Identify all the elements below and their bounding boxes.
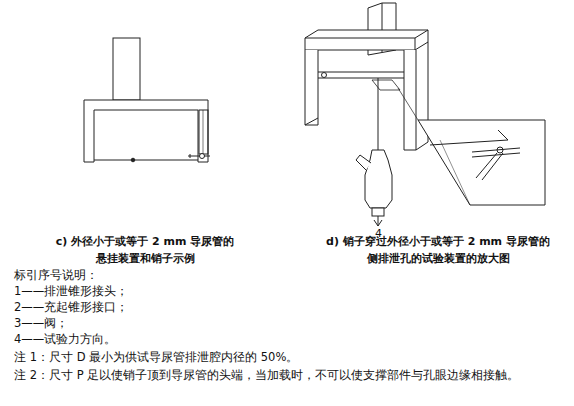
suspension-device-front — [84, 38, 210, 162]
test-device-3d — [305, 3, 428, 226]
figure-caption: c) 外径小于或等于 2 mm 导尿管的 — [56, 235, 234, 249]
figure-caption: 悬挂装置和销子示例 — [96, 252, 195, 266]
note-text: 注 1：尺寸 D 最小为供试导尿管排泄腔内径的 50%。 — [14, 350, 298, 364]
note-text: 2——充起锥形接口； — [14, 300, 128, 314]
figure-caption: 侧排泄孔的试验装置的放大图 — [367, 252, 510, 266]
figure-caption: d) 销子穿过外径小于或等于 2 mm 导尿管的 — [326, 235, 550, 249]
note-text: 标引序号说明： — [14, 268, 98, 282]
magnified-view — [418, 120, 545, 205]
note-text: 注 2：尺寸 P 足以使销子顶到导尿管的头端，当加载时，不可以使支撑部件与孔眼边… — [14, 368, 519, 382]
note-text: 3——阀； — [14, 316, 68, 330]
note-text: 4——试验力方向。 — [14, 332, 116, 346]
note-text: 1——排泄锥形接头； — [14, 284, 128, 298]
